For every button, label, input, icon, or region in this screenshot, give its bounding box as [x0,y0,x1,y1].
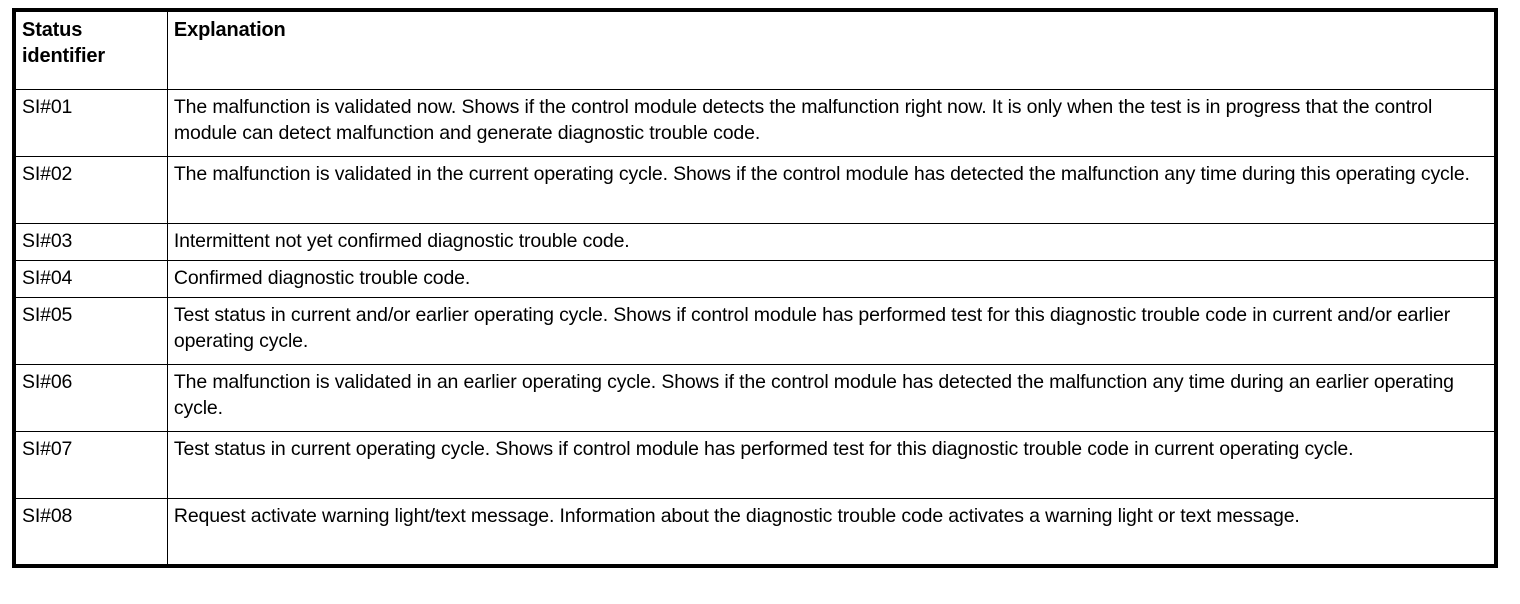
table-row: SI#05 Test status in current and/or earl… [13,297,1497,365]
column-header-status-identifier-line2: identifier [22,45,105,67]
cell-status-identifier: SI#08 [13,498,168,566]
cell-status-identifier: SI#02 [13,156,168,224]
table-header-row: Status identifier Explanation [13,9,1497,90]
cell-explanation: The malfunction is validated in the curr… [166,156,1497,224]
table-header: Status identifier Explanation [13,9,1497,90]
cell-explanation: Test status in current operating cycle. … [166,431,1497,499]
table-row: SI#08 Request activate warning light/tex… [13,498,1497,566]
column-header-status-identifier-line1: Status [22,19,83,41]
status-identifier-table: Status identifier Explanation SI#01 The … [12,8,1498,568]
column-header-explanation: Explanation [166,9,1497,90]
cell-status-identifier: SI#01 [13,89,168,157]
table-row: SI#07 Test status in current operating c… [13,431,1497,499]
table-row: SI#03 Intermittent not yet confirmed dia… [13,223,1497,261]
cell-status-identifier: SI#06 [13,364,168,432]
cell-status-identifier: SI#05 [13,297,168,365]
table-row: SI#01 The malfunction is validated now. … [13,89,1497,157]
table-body: SI#01 The malfunction is validated now. … [13,89,1497,566]
cell-status-identifier: SI#07 [13,431,168,499]
cell-explanation: Request activate warning light/text mess… [166,498,1497,566]
cell-explanation: Confirmed diagnostic trouble code. [166,260,1497,298]
table-row: SI#04 Confirmed diagnostic trouble code. [13,260,1497,298]
table-row: SI#02 The malfunction is validated in th… [13,156,1497,224]
cell-status-identifier: SI#04 [13,260,168,298]
cell-status-identifier: SI#03 [13,223,168,261]
cell-explanation: Test status in current and/or earlier op… [166,297,1497,365]
table-row: SI#06 The malfunction is validated in an… [13,364,1497,432]
cell-explanation: The malfunction is validated in an earli… [166,364,1497,432]
column-header-status-identifier: Status identifier [13,9,168,90]
cell-explanation: The malfunction is validated now. Shows … [166,89,1497,157]
cell-explanation: Intermittent not yet confirmed diagnosti… [166,223,1497,261]
